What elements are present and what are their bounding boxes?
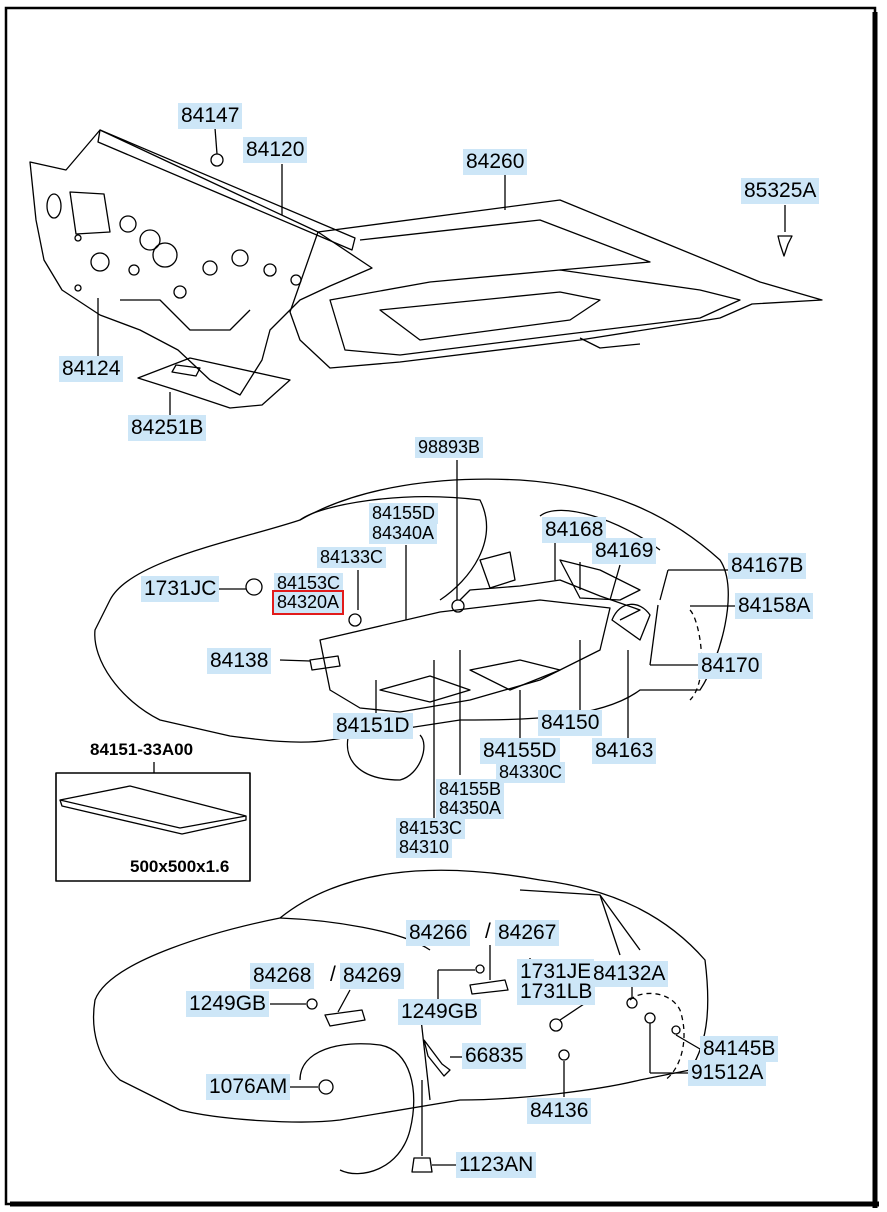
part-label-84169[interactable]: 84169 [592,538,657,564]
part-label-66835[interactable]: 66835 [462,1043,527,1069]
part-label-1249GB-right[interactable]: 1249GB [398,999,482,1025]
inset-mat-detail [55,762,251,882]
part-label-84155D-upper[interactable]: 84155D [369,503,439,524]
inset-part-number: 84151-33A00 [90,740,194,759]
bottom-car-outline [92,869,709,1175]
part-label-84132A[interactable]: 84132A [590,961,669,987]
floor-insulator-panel [289,199,823,369]
part-label-1076AM[interactable]: 1076AM [206,1074,291,1100]
separator-slash-2: / [330,963,336,986]
part-label-1249GB-left[interactable]: 1249GB [186,991,270,1017]
part-label-84133C[interactable]: 84133C [317,547,387,568]
plug-1076AM [318,1079,334,1095]
part-label-84350A[interactable]: 84350A [436,798,505,819]
part-label-84330C[interactable]: 84330C [496,762,566,783]
plug-1731LB [549,1018,563,1032]
part-label-84155B[interactable]: 84155B [436,779,505,800]
part-label-84267[interactable]: 84267 [495,920,560,946]
bolt-1123AN [411,1157,433,1173]
dash-insulator-panel [29,129,373,396]
part-label-84251B[interactable]: 84251B [128,415,207,441]
part-label-98893B[interactable]: 98893B [415,437,484,458]
part-label-84120[interactable]: 84120 [243,137,308,163]
separator-slash-1: / [485,920,491,943]
part-label-84260[interactable]: 84260 [463,149,528,175]
part-label-91512A[interactable]: 91512A [688,1060,767,1086]
grommet-98893B [451,599,465,613]
part-label-1731LB[interactable]: 1731LB [517,979,596,1005]
part-label-85325A[interactable]: 85325A [741,178,820,204]
part-label-84151D[interactable]: 84151D [333,713,413,739]
part-label-84158A[interactable]: 84158A [735,593,814,619]
part-label-84340A[interactable]: 84340A [369,523,438,544]
clip-84147 [210,153,224,167]
part-label-84320A[interactable]: 84320A [271,590,345,615]
part-label-84150[interactable]: 84150 [538,710,603,736]
garnish-84268 [324,1009,366,1027]
part-label-84153C-upper[interactable]: 84153C [274,573,344,594]
part-label-84138[interactable]: 84138 [207,648,272,674]
part-label-84163[interactable]: 84163 [592,738,657,764]
clip-85325A [777,235,793,257]
bottom-leader-lines [270,945,701,1166]
part-label-84167B[interactable]: 84167B [728,553,807,579]
part-label-84269[interactable]: 84269 [340,963,405,989]
part-label-84268[interactable]: 84268 [250,963,315,989]
part-label-84266[interactable]: 84266 [406,920,471,946]
pad-84138 [309,655,341,671]
plug-1731JC [245,578,263,596]
part-label-84145B[interactable]: 84145B [700,1036,779,1062]
floor-covering [319,551,651,713]
part-label-84124[interactable]: 84124 [59,356,124,382]
tunnel-pad-84251B [137,357,291,409]
part-label-1123AN[interactable]: 1123AN [456,1152,537,1178]
garnish-84266 [469,979,509,995]
plug-84136 [558,1049,570,1061]
inset-dimensions: 500x500x1.6 [130,857,230,876]
middle-leader-lines [216,460,735,818]
screw-1249GB [306,998,318,1010]
part-label-84153C-lower[interactable]: 84153C [396,818,466,839]
part-label-84170[interactable]: 84170 [698,653,763,679]
part-label-84155D-lower[interactable]: 84155D [480,738,560,764]
part-label-84136[interactable]: 84136 [527,1098,592,1124]
part-label-84310[interactable]: 84310 [396,837,453,858]
bracket-66835 [423,1039,451,1077]
plug-84132A [626,997,638,1009]
part-label-84147[interactable]: 84147 [178,103,243,129]
part-label-1731JC[interactable]: 1731JC [141,576,220,602]
